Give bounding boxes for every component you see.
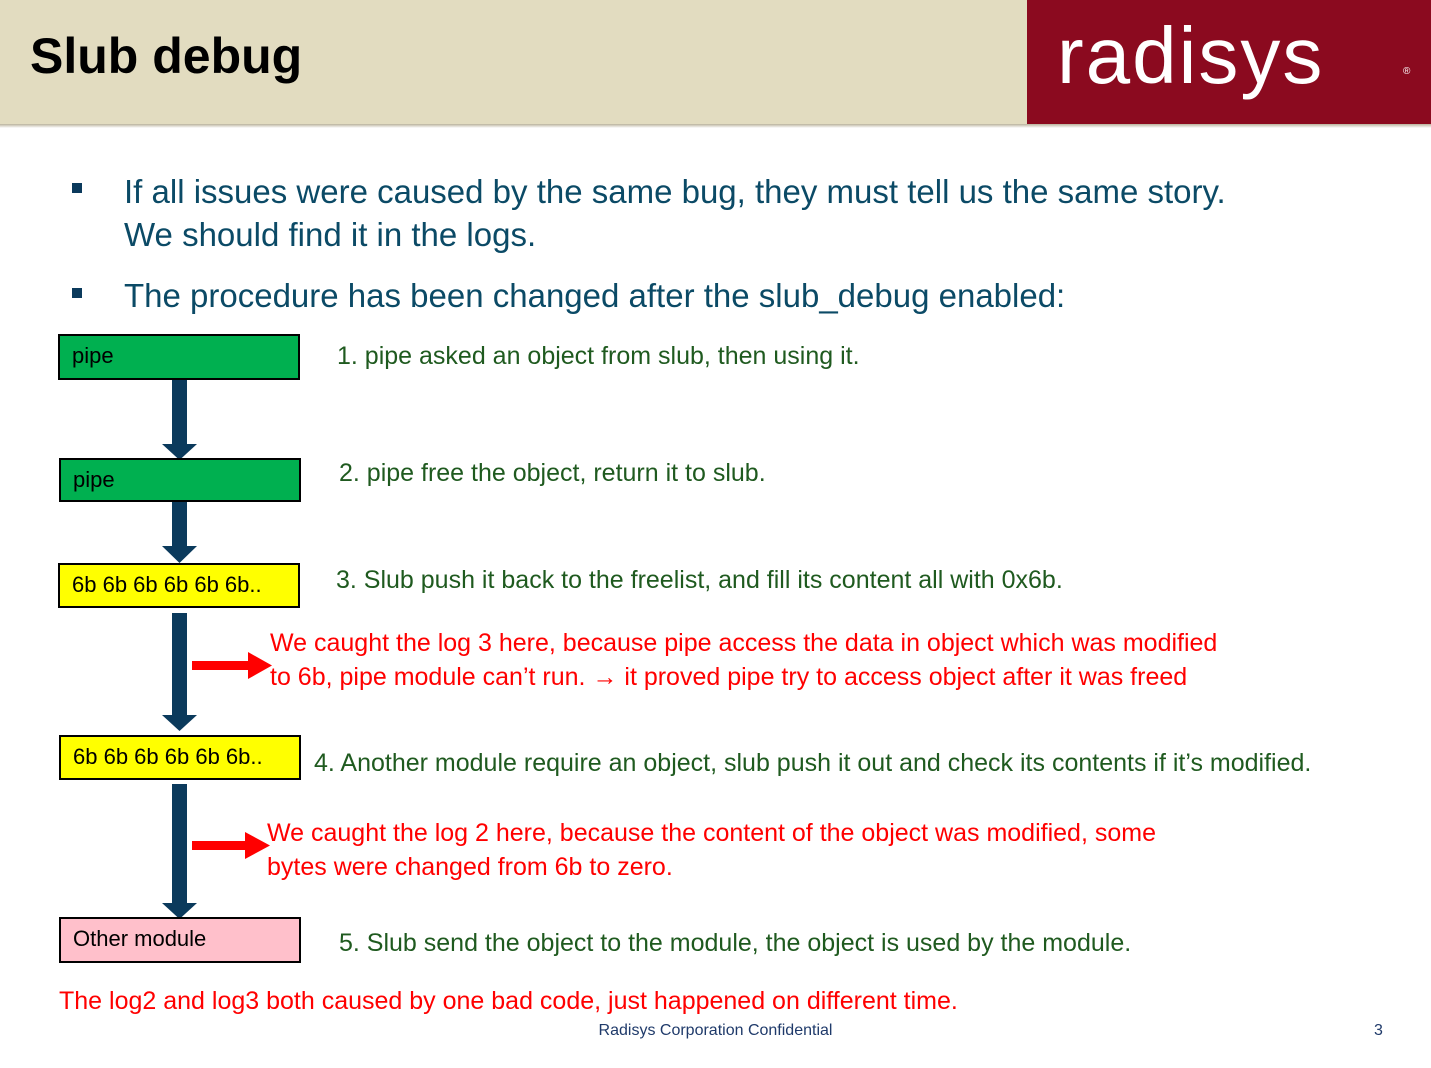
log3-note-line-2-end: it proved pipe try to access object afte… [617, 663, 1188, 691]
page-number: 3 [1374, 1022, 1383, 1039]
log2-note-line-1: We caught the log 2 here, because the co… [267, 819, 1156, 847]
log2-note: We caught the log 2 here, because the co… [267, 816, 1156, 884]
logo-registered-mark: ® [1403, 66, 1411, 77]
log3-note-line-1: We caught the log 3 here, because pipe a… [270, 629, 1218, 657]
flow-box-pipe: pipe [59, 458, 301, 502]
step-4-text: 4. Another module require an object, slu… [314, 749, 1312, 777]
logo-wordmark: radisys [1057, 11, 1325, 100]
flow-box-other-module: Other module [59, 917, 301, 963]
flow-box-pipe: pipe [58, 334, 300, 380]
right-arrow-icon: → [592, 663, 618, 691]
log3-note: We caught the log 3 here, because pipe a… [270, 626, 1217, 694]
bullet-icon [72, 183, 82, 193]
log3-note-line-2-start: to 6b, pipe module can’t run. [270, 663, 593, 691]
flow-box-freed-object: 6b 6b 6b 6b 6b 6b.. [58, 563, 300, 608]
bullet-2: The procedure has been changed after the… [124, 274, 1414, 317]
bullet-1-line-1: If all issues were caused by the same bu… [124, 173, 1226, 210]
slide-title: Slub debug [30, 28, 303, 84]
down-arrow-3 [162, 613, 197, 731]
down-arrow-2 [162, 502, 197, 563]
flow-box-reallocated-object: 6b 6b 6b 6b 6b 6b.. [59, 735, 301, 780]
step-3-text: 3. Slub push it back to the freelist, an… [336, 566, 1063, 594]
log2-note-line-2: bytes were changed from 6b to zero. [267, 853, 673, 881]
radisys-logo: radisys ® [1027, 0, 1431, 124]
step-5-text: 5. Slub send the object to the module, t… [339, 929, 1132, 957]
bullet-2-line-1: The procedure has been changed after the… [124, 277, 1066, 314]
step-2-text: 2. pipe free the object, return it to sl… [339, 459, 766, 487]
down-arrow-4 [162, 784, 197, 919]
bullet-1: If all issues were caused by the same bu… [124, 170, 1414, 256]
red-pointer-arrow-1 [192, 652, 272, 679]
bullet-icon [72, 288, 82, 298]
bullet-1-line-2: We should find it in the logs. [124, 216, 537, 253]
down-arrow-1 [162, 378, 197, 460]
red-pointer-arrow-2 [192, 832, 270, 859]
conclusion-text: The log2 and log3 both caused by one bad… [59, 987, 958, 1015]
footer-confidential: Radisys Corporation Confidential [598, 1022, 833, 1039]
log3-note-line-2: to 6b, pipe module can’t run. → it prove… [270, 660, 1217, 694]
header-divider [0, 124, 1431, 128]
step-1-text: 1. pipe asked an object from slub, then … [337, 342, 860, 370]
